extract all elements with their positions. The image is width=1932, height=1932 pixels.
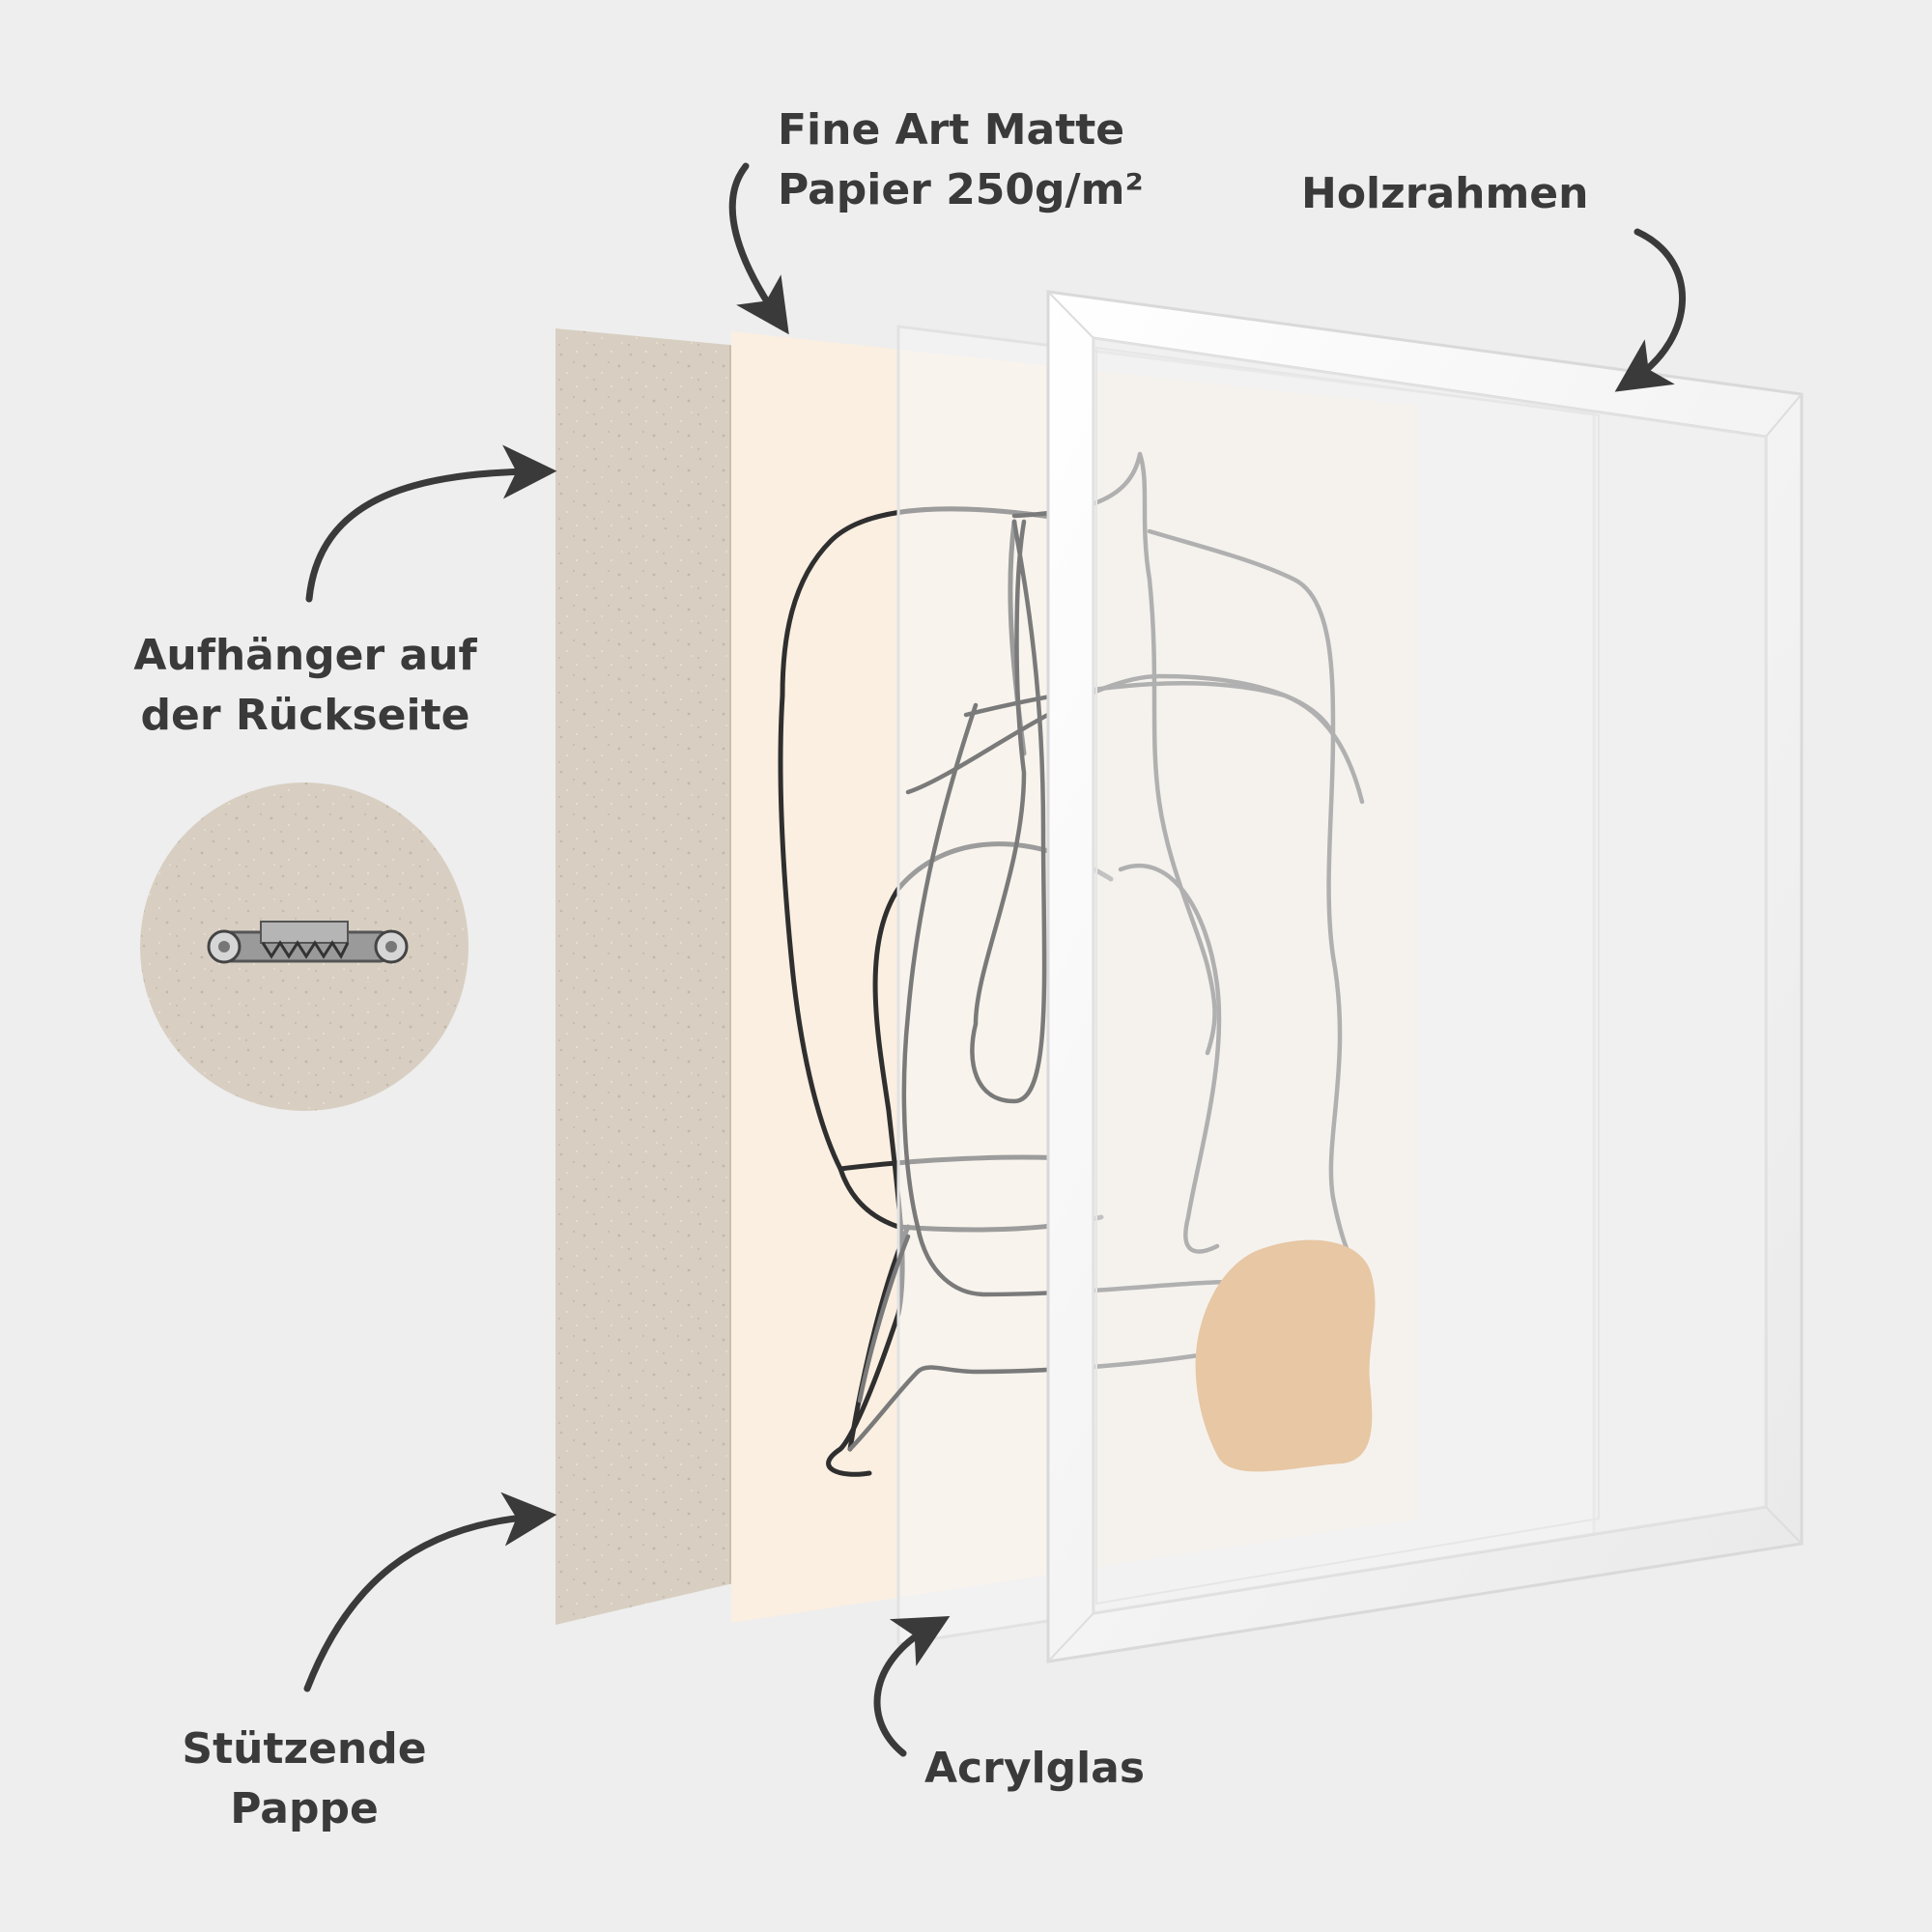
arrow-icon — [305, 444, 557, 603]
paper-label-line1: Fine Art Matte — [778, 105, 1125, 155]
cardboard-label: Stützende Pappe — [145, 1719, 464, 1839]
hanger-label: Aufhänger auf der Rückseite — [112, 626, 498, 746]
frame-label: Holzrahmen — [1301, 164, 1588, 224]
sawtooth-hanger-icon — [207, 921, 409, 964]
cardboard-label-line2: Pappe — [230, 1784, 379, 1833]
hanger-detail-circle — [140, 782, 469, 1111]
hanger-label-line1: Aufhänger auf — [133, 631, 477, 680]
arrow-icon — [728, 162, 789, 335]
acrylic-label: Acrylglas — [924, 1739, 1145, 1799]
paper-label-line2: Papier 250g/m² — [778, 165, 1144, 214]
hanger-label-line2: der Rückseite — [140, 691, 470, 740]
acrylic-label-text: Acrylglas — [924, 1744, 1146, 1793]
arrow-icon — [873, 1615, 951, 1757]
wooden-frame — [1046, 290, 1804, 1663]
arrow-icon — [303, 1492, 557, 1692]
orange-accent-shape — [1195, 1239, 1376, 1472]
arrow-icon — [1614, 228, 1686, 392]
frame-label-text: Holzrahmen — [1301, 169, 1589, 218]
cardboard-backing — [555, 328, 744, 1625]
cardboard-label-line1: Stützende — [182, 1724, 427, 1774]
paper-label: Fine Art Matte Papier 250g/m² — [778, 100, 1144, 220]
glass-line-drawing — [847, 451, 1365, 1452]
